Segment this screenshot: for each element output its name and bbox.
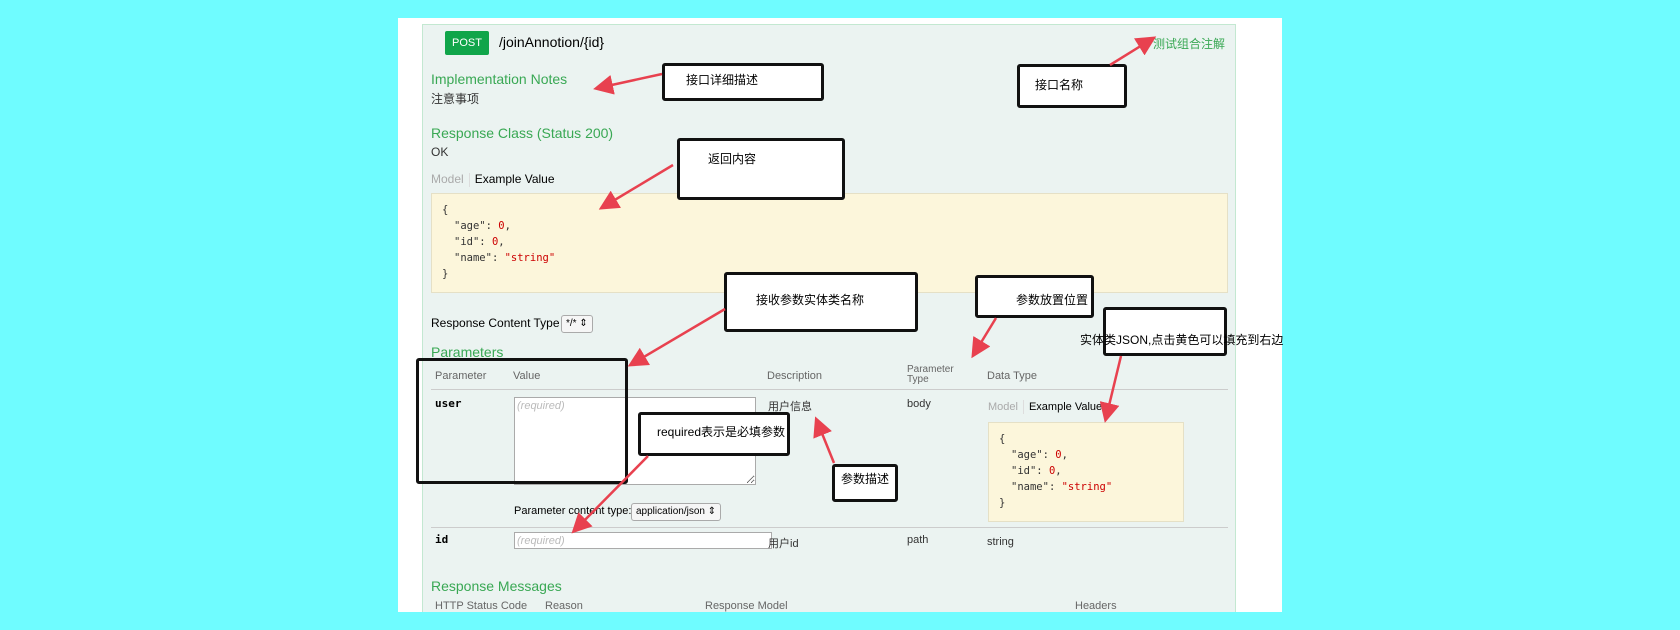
parameters-heading: Parameters <box>431 344 504 360</box>
implementation-notes-text: 注意事项 <box>431 92 480 106</box>
select-arrows-icon: ⇕ <box>579 318 588 329</box>
annotation-entity-class: 接收参数实体类名称 <box>724 272 918 332</box>
http-method-badge[interactable]: POST <box>445 31 489 55</box>
json-line-name: "name": "string" <box>454 252 556 264</box>
arrow-to-param-desc <box>813 416 836 464</box>
json-line-age: "age": 0, <box>454 220 511 232</box>
response-class-heading: Response Class (Status 200) <box>431 125 614 141</box>
response-class-text: OK <box>431 145 449 159</box>
col-http-status-code: HTTP Status Code <box>435 600 528 612</box>
arrow-to-impl-notes <box>593 72 663 95</box>
endpoint-summary[interactable]: 测试组合注解 <box>1152 37 1225 51</box>
params-row-divider <box>431 527 1228 528</box>
param-name-id: id <box>435 533 449 546</box>
arrow-to-id-input <box>571 455 649 534</box>
select-arrows-icon: ⇕ <box>707 506 717 517</box>
param-description-user: 用户信息 <box>768 401 812 413</box>
param-type-id: path <box>907 534 929 546</box>
annotation-required-note: required表示是必填参数 <box>638 412 790 456</box>
param-content-type-label: Parameter content type: <box>514 505 632 517</box>
col-reason: Reason <box>545 600 583 612</box>
endpoint-path[interactable]: /joinAnnotion/{id} <box>499 34 605 50</box>
annotation-detail-desc: 接口详细描述 <box>662 63 824 101</box>
params-header-divider <box>431 389 1228 390</box>
annotation-entity-json-box <box>1103 307 1227 356</box>
col-value: Value <box>513 370 541 382</box>
tab-model[interactable]: Model <box>431 172 464 186</box>
response-model-tabs: Model Example Value <box>431 172 555 187</box>
id-path-input[interactable] <box>514 532 772 549</box>
arrow-to-parameters <box>627 307 726 367</box>
implementation-notes-heading: Implementation Notes <box>431 71 568 87</box>
param-name-user: user <box>435 397 462 410</box>
arrow-to-summary <box>1109 36 1157 67</box>
col-headers: Headers <box>1075 600 1117 612</box>
param-content-type-select[interactable]: application/json ⇕ <box>631 503 722 521</box>
annotation-return-content: 返回内容 <box>677 138 845 200</box>
param-model-tabs: Model Example Value <box>988 400 1102 414</box>
param-example-json[interactable]: { "age": 0, "id": 0, "name": "string" } <box>988 422 1184 522</box>
col-parameter: Parameter <box>435 370 487 382</box>
annotation-param-desc: 参数描述 <box>832 464 898 502</box>
annotation-entity-json: 实体类JSON,点击黄色可以填充到右边 <box>1080 333 1284 347</box>
param-description-id: 用户id <box>768 538 799 550</box>
arrow-to-param-type <box>971 317 998 359</box>
param-tab-model[interactable]: Model <box>988 400 1018 413</box>
response-messages-heading: Response Messages <box>431 578 562 594</box>
json-open: { <box>442 204 449 216</box>
col-response-model: Response Model <box>705 600 788 612</box>
annotation-api-name: 接口名称 <box>1017 64 1127 108</box>
arrow-to-response-json <box>598 163 674 210</box>
tab-example-value[interactable]: Example Value <box>474 172 555 186</box>
json-line-id: "id": 0, <box>454 236 505 248</box>
annotation-parameter-frame <box>416 358 628 484</box>
arrow-to-param-json <box>1099 355 1123 423</box>
col-description: Description <box>767 370 823 382</box>
param-tab-example-value[interactable]: Example Value <box>1028 400 1103 413</box>
param-data-type-id: string <box>987 536 1014 548</box>
col-data-type: Data Type <box>987 370 1037 382</box>
param-tab-divider <box>1022 400 1024 414</box>
response-content-type-label: Response Content Type <box>431 316 560 330</box>
tab-divider <box>468 172 470 187</box>
response-content-type-select[interactable]: */* ⇕ <box>561 315 593 333</box>
annotation-param-location: 参数放置位置 <box>975 275 1094 318</box>
param-type-user: body <box>907 398 931 410</box>
json-close: } <box>442 268 449 280</box>
